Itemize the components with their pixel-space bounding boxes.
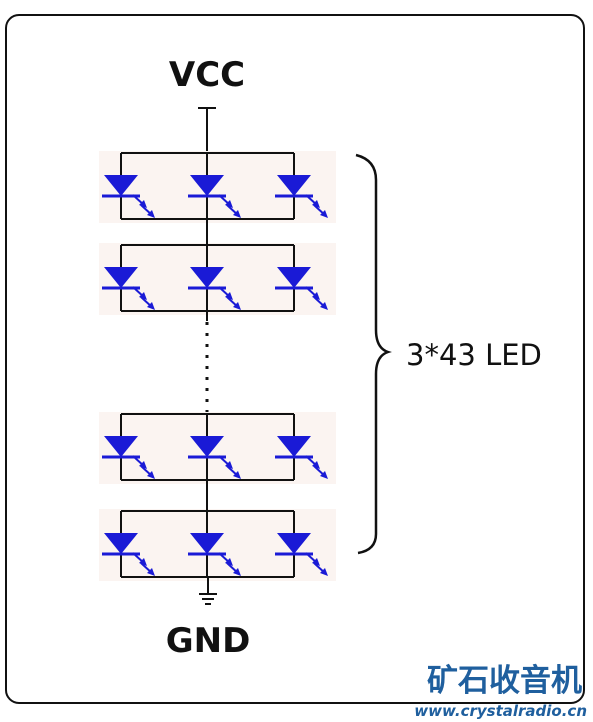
- led-icon: [275, 153, 328, 219]
- led-row: [99, 412, 336, 484]
- watermark: 矿石收音机 www.crystalradio.cn: [414, 663, 587, 720]
- led-rows: [99, 151, 336, 581]
- group-brace: [355, 153, 392, 555]
- led-icon: [188, 245, 241, 311]
- led-icon: [275, 245, 328, 311]
- watermark-title: 矿石收音机: [427, 663, 582, 699]
- led-icon: [188, 153, 241, 219]
- watermark-url: www.crystalradio.cn: [414, 702, 587, 720]
- led-icon: [188, 511, 241, 577]
- led-icon: [102, 153, 155, 219]
- led-icon: [102, 245, 155, 311]
- gnd-label: GND: [166, 621, 251, 661]
- led-row: [99, 509, 336, 581]
- vcc-terminal: [198, 107, 216, 153]
- led-icon: [102, 511, 155, 577]
- led-icon: [275, 414, 328, 480]
- ground-symbol-icon: [199, 578, 217, 605]
- vcc-label: VCC: [169, 55, 245, 95]
- led-icon: [275, 511, 328, 577]
- led-icon: [102, 414, 155, 480]
- diagram-frame: [5, 14, 585, 704]
- led-row: [99, 243, 336, 315]
- led-count-label: 3*43 LED: [406, 338, 542, 372]
- led-row: [99, 151, 336, 223]
- led-icon: [188, 414, 241, 480]
